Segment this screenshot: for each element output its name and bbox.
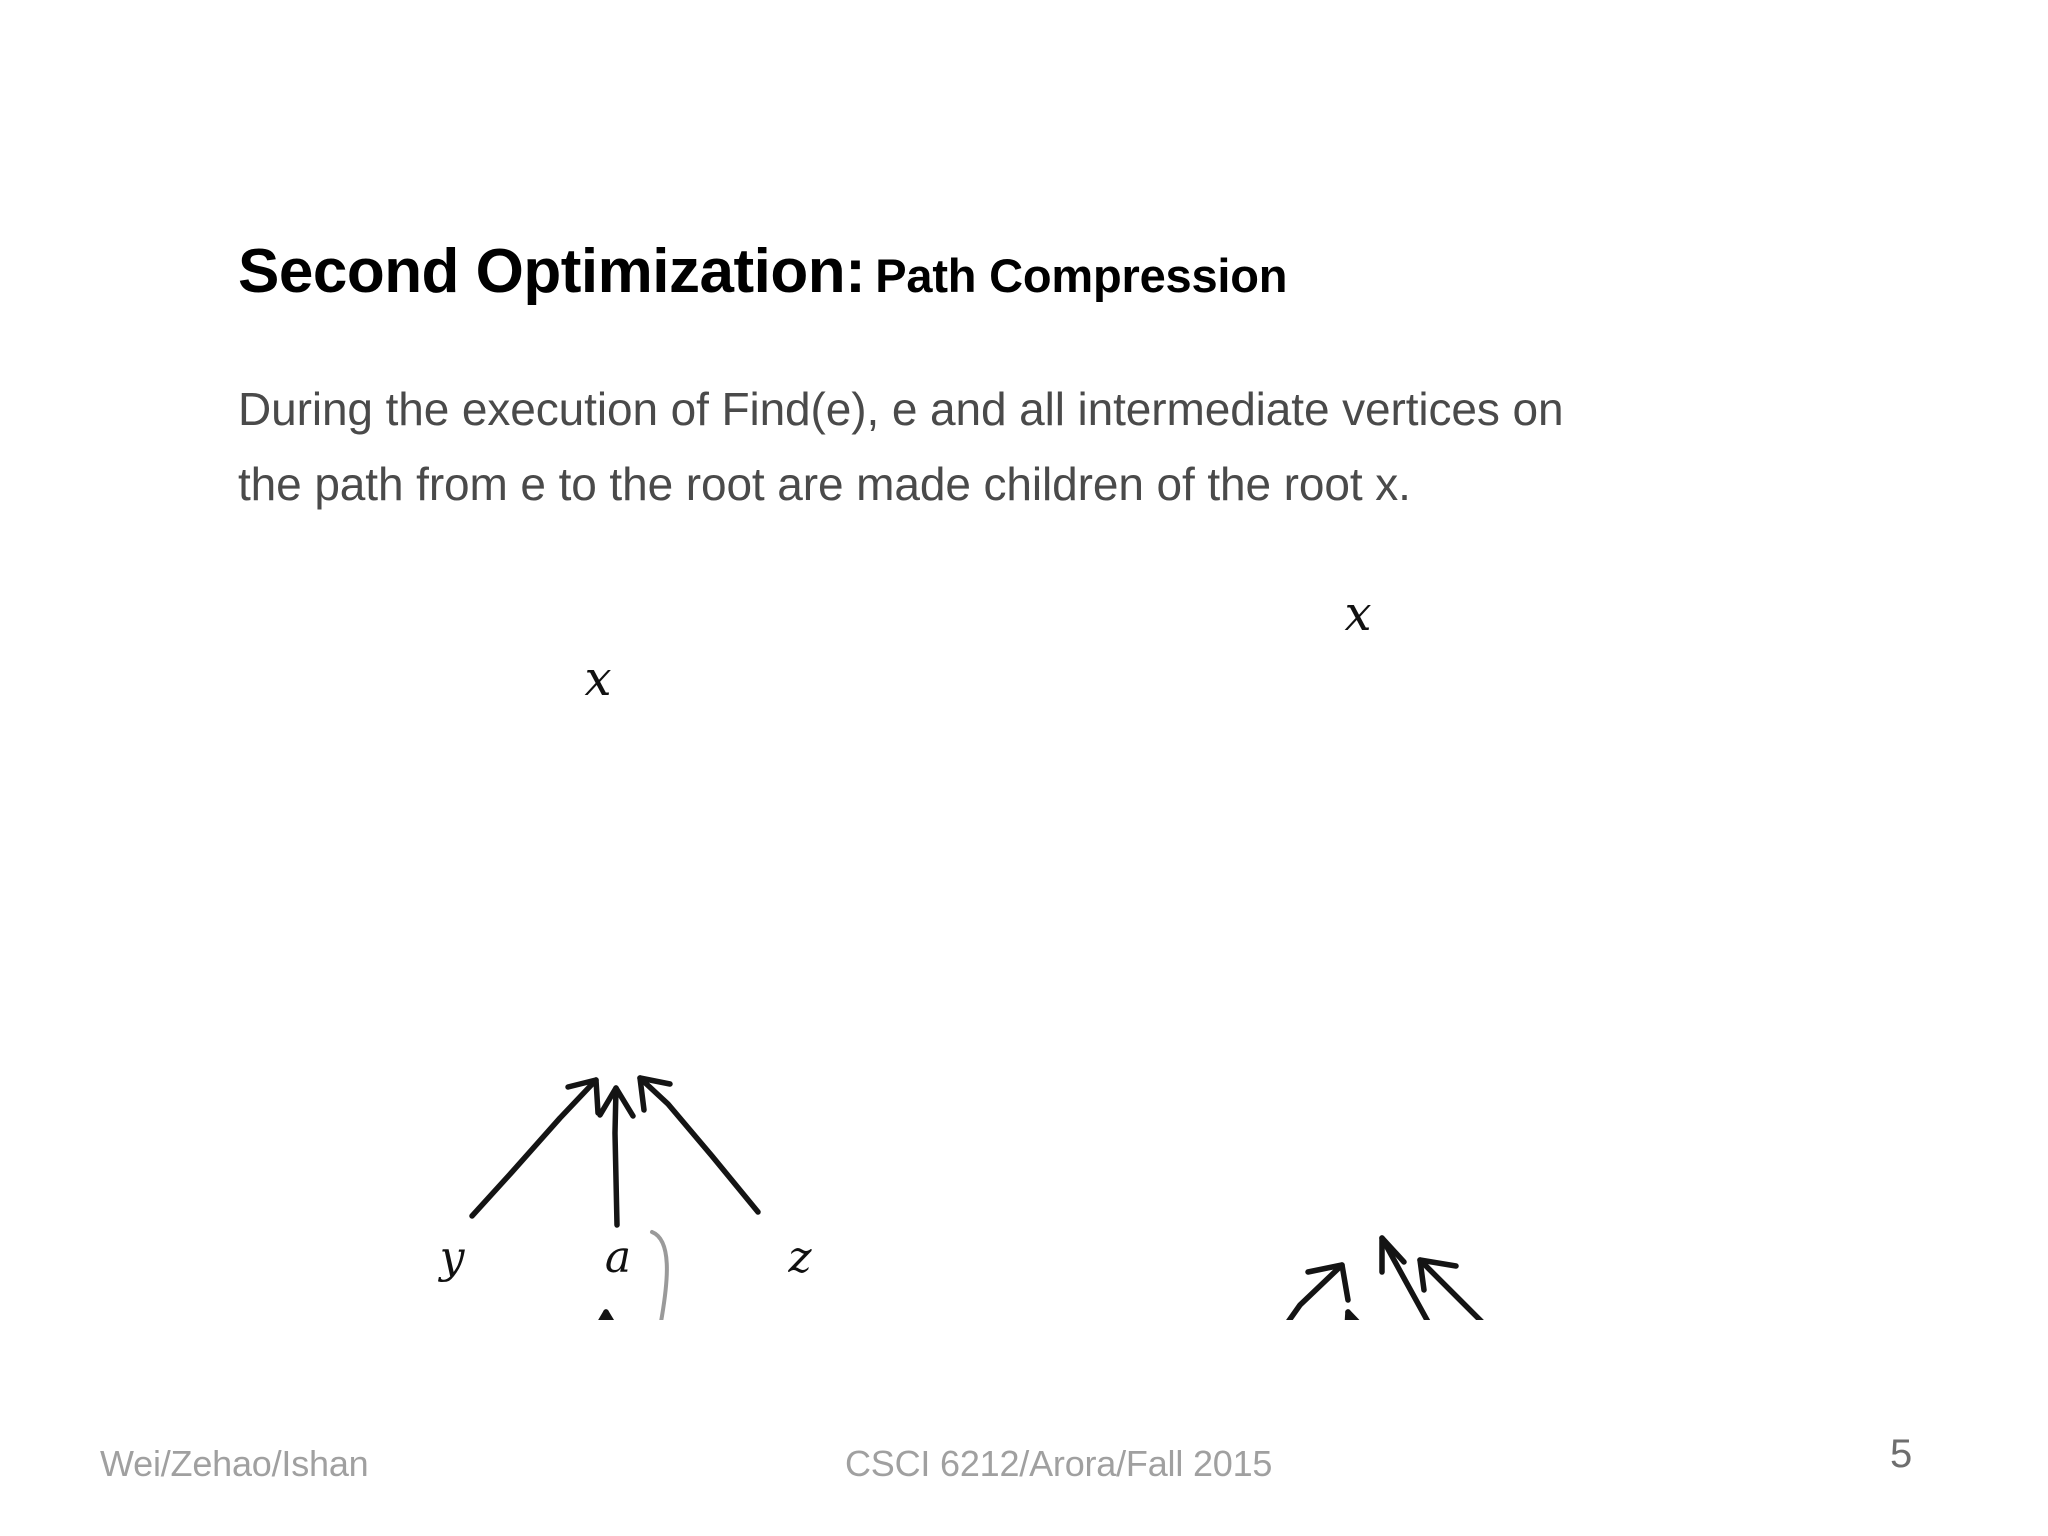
title-subtitle-text: Path Compression [875,249,1288,302]
left-edge-b-to-a [598,1309,615,1320]
right-edge-b-to-x [1344,1309,1360,1320]
left-edge-y-to-x [469,1077,601,1219]
left-edge-a-to-x [597,1085,636,1228]
body-paragraph: During the execution of Find(e), e and a… [238,372,1858,522]
footer-course: CSCI 6212/Arora/Fall 2015 [845,1443,1273,1484]
title-main-text: Second Optimization: [238,237,866,306]
right-edge-y-to-x [1286,1262,1351,1320]
body-line-2: the path from e to the root are made chi… [238,458,1411,510]
path-compression-diagram: x y a [0,560,2048,1320]
footer-authors: Wei/Zehao/Ishan [100,1443,369,1484]
page-title: Second Optimization:Path Compression [238,236,1838,307]
right-edge-e-to-x [1379,1235,1431,1320]
footer-page-number: 5 [1890,1432,1913,1476]
right-node-label-x: x [1344,586,1371,642]
left-node-label-z: z [787,1232,812,1283]
left-edge-z-to-x [637,1075,761,1215]
left-node-x: x [584,651,611,707]
left-node-label-a: a [605,1232,631,1283]
body-line-1: During the execution of Find(e), e and a… [238,383,1564,435]
right-edge-z-to-x [1417,1257,1484,1320]
right-tree-group: x [1286,586,1484,1320]
left-node-label-x: x [584,651,611,707]
left-node-label-y: y [438,1232,466,1283]
left-tree-brace [650,1230,669,1320]
left-tree-group: x y a [438,651,812,1320]
